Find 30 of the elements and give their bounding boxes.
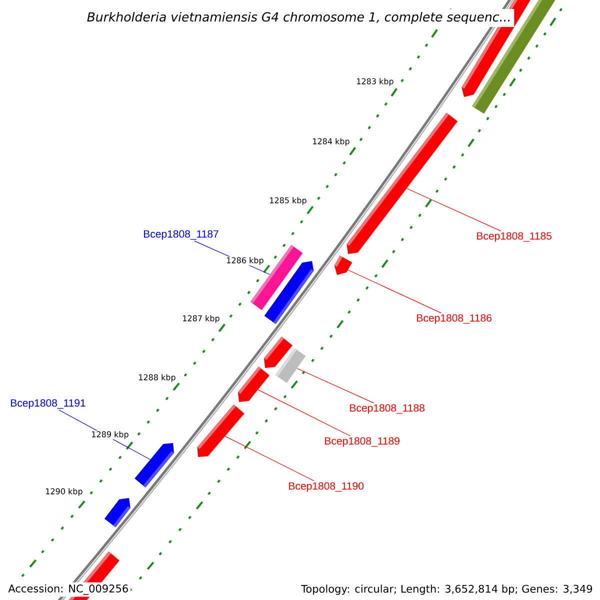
- gene-feature: [134, 443, 174, 488]
- gene-label: Bcep1808_1190: [289, 482, 364, 492]
- summary-text: Topology: circular; Length: 3,652,814 bp; Genes: 3,349: [299, 582, 595, 597]
- gene-feature: [275, 348, 306, 384]
- gene-feature: [264, 261, 314, 324]
- tick-label: 1290 kbp: [44, 488, 84, 496]
- tick-label: 1285 kbp: [268, 196, 308, 206]
- accession-text: Accession: NC_009256: [6, 582, 131, 597]
- tick-label: 1289 kbp: [90, 430, 130, 440]
- leader-line: [296, 368, 374, 404]
- leader-line: [348, 270, 442, 314]
- gene-label: Bcep1808_1189: [325, 437, 400, 447]
- leader-line: [258, 390, 350, 436]
- tick-label: 1286 kbp: [226, 256, 264, 266]
- tick-label: 1287 kbp: [182, 314, 220, 324]
- leader-line: [224, 436, 314, 482]
- leader-line: [406, 188, 502, 232]
- tick-label: 1283 kbp: [356, 78, 394, 86]
- tick-label: 1284 kbp: [312, 138, 350, 146]
- gene-label: Bcep1808_1191: [11, 399, 86, 409]
- gene-label: Bcep1808_1186: [417, 314, 492, 324]
- title: Burkholderia vietnamiensis G4 chromosome 1, complete sequenc...: [84, 8, 514, 28]
- gene-label: Bcep1808_1185: [477, 232, 552, 242]
- gene-label: Bcep1808_1188: [350, 404, 424, 414]
- gene-feature: [197, 404, 244, 457]
- gene-label: Bcep1808_1187: [144, 230, 218, 240]
- gene-feature: [238, 366, 270, 402]
- tick-label: 1288 kbp: [138, 374, 176, 382]
- gene-feature: [104, 498, 130, 528]
- gene-feature: [334, 256, 352, 275]
